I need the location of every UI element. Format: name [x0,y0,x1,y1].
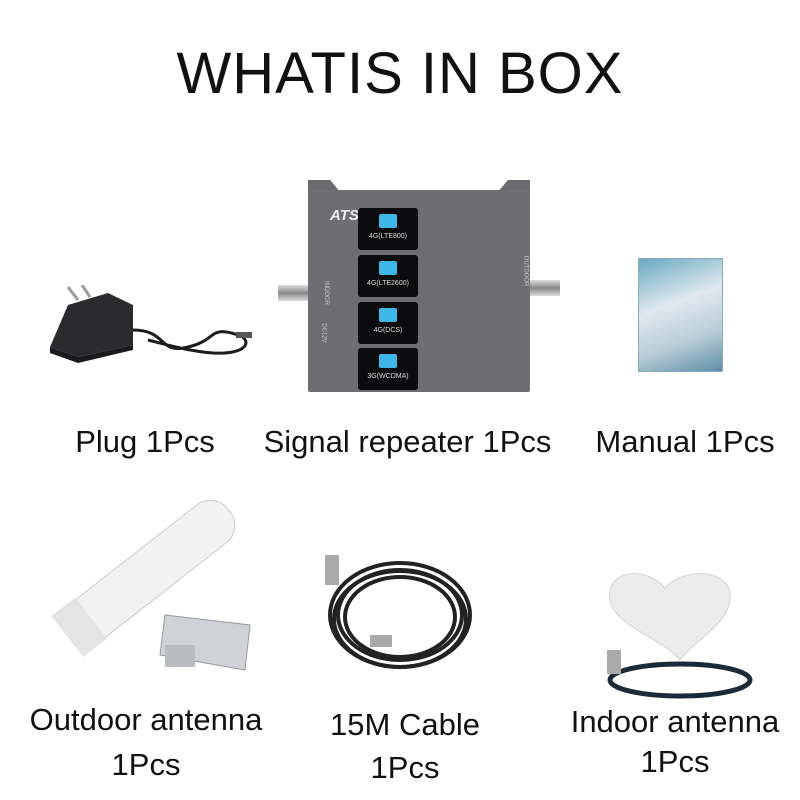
band-screen: 4G(DCS) [358,302,418,344]
cable-qty: 1Pcs [370,750,440,785]
indoor-antenna-image [607,573,753,699]
indoor-antenna-label: Indoor antenna [570,704,780,739]
indoor-label: INDOOR [323,281,329,305]
plug-label: Plug 1Pcs [75,424,215,459]
outdoor-antenna-label: Outdoor antenna [29,702,263,737]
indoor-connector [278,285,308,301]
cable-image [325,555,472,669]
outdoor-antenna-qty: 1Pcs [111,747,181,782]
indoor-antenna-qty: 1Pcs [640,744,710,779]
outdoor-label: OUTDOOR [522,255,529,287]
power-label: DC12V [320,323,327,343]
brand-logo: ATS [330,207,359,224]
band-screen: 4G(LTE800) [358,208,418,250]
cable-label: 15M Cable [330,707,480,742]
outdoor-connector [530,280,560,296]
band-screen: 4G(LTE2600) [358,255,418,297]
plug-image [50,285,252,363]
manual-label: Manual 1Pcs [595,424,775,459]
manual-image [638,258,723,372]
page-title: WHATIS IN BOX [176,41,624,106]
outdoor-antenna-image [51,499,251,671]
signal-repeater-image: ATS INDOOR DC12V OUTDOOR 4G(LTE800) 4G(L… [278,180,560,395]
repeater-label: Signal repeater 1Pcs [263,424,552,459]
band-screen: 3G(WCDMA) [358,348,418,390]
